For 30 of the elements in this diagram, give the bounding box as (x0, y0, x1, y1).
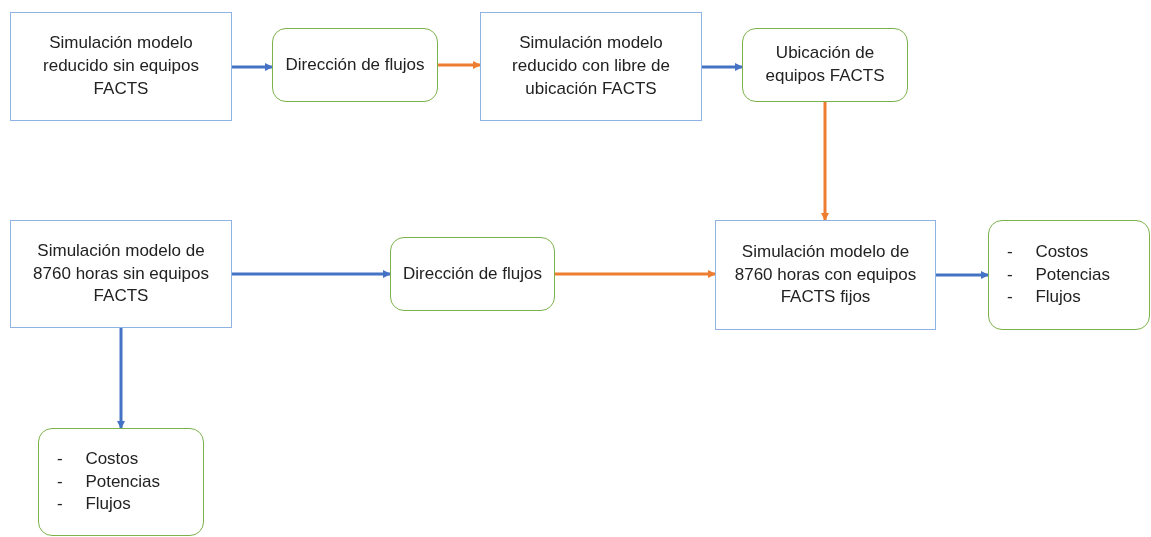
list-item: - Costos (1007, 240, 1089, 263)
box-label: Simulación modelo de 8760 horas sin equipos FACTS (32, 239, 210, 308)
process-box (10, 220, 232, 328)
arrow (438, 61, 481, 69)
process-box (715, 220, 936, 330)
arrow (936, 271, 989, 279)
arrow (702, 63, 743, 71)
arrow (117, 328, 125, 429)
rounded-box (988, 220, 1150, 330)
rounded-box (742, 28, 908, 102)
list-item: - Flujos (1007, 286, 1081, 309)
process-box (480, 12, 702, 121)
process-box (10, 12, 232, 121)
arrow (232, 63, 273, 71)
box-label: Simulación modelo reducido con libre de ubicación FACTS (511, 32, 671, 100)
box-label: Ubicación de equipos FACTS (764, 42, 886, 87)
list-item: - Potencias (1007, 263, 1111, 286)
list-item: - Costos (57, 447, 139, 470)
rounded-box (38, 428, 204, 536)
box-label: Dirección de flujos (403, 262, 542, 285)
box-label: Simulación modelo de 8760 horas con equipos FACTS fijos (733, 240, 918, 309)
box-label: Simulación modelo reducido sin equipos FACTS (42, 32, 200, 100)
box-label: Dirección de flujos (285, 53, 425, 76)
arrow (555, 270, 716, 278)
rounded-box (272, 28, 438, 102)
arrow (232, 270, 391, 278)
rounded-box (390, 237, 555, 311)
list-item: - Potencias (57, 470, 161, 493)
arrow (821, 102, 829, 221)
list-item: - Flujos (57, 493, 131, 516)
